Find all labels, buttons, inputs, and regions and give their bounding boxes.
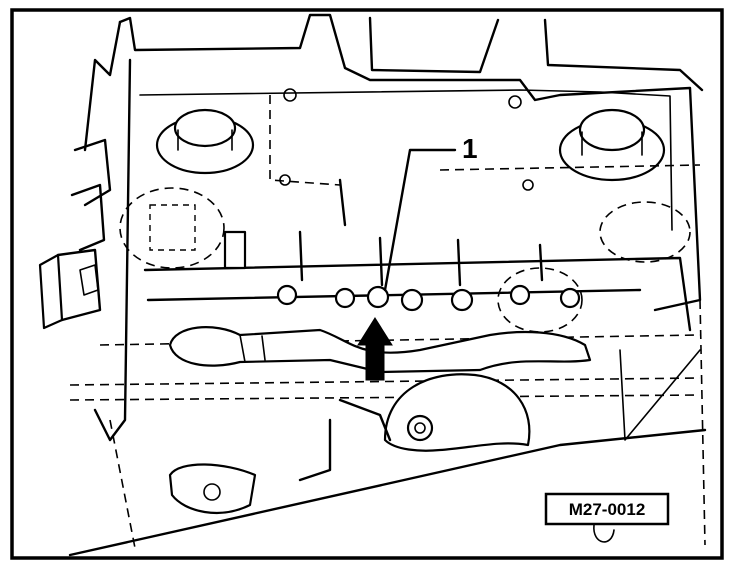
callout-number: 1 (462, 133, 478, 164)
up-arrow-icon (357, 317, 393, 381)
callout-1: 1 (383, 133, 478, 292)
lower-bracket (168, 463, 257, 514)
reference-code-box: M27-0012 (544, 492, 670, 543)
left-bracket (38, 138, 112, 330)
posts (223, 178, 544, 287)
housing (83, 13, 704, 442)
hidden-outlines (69, 95, 706, 549)
lower-panel (68, 349, 707, 557)
reference-code: M27-0012 (569, 500, 646, 519)
rotary-latch (383, 373, 531, 452)
figure-frame (10, 8, 724, 560)
pin-row (276, 284, 581, 312)
left-mushroom-pin (155, 108, 255, 175)
right-mushroom-pin (558, 108, 666, 182)
mounting-holes (279, 88, 534, 191)
latch-lever (168, 326, 592, 374)
